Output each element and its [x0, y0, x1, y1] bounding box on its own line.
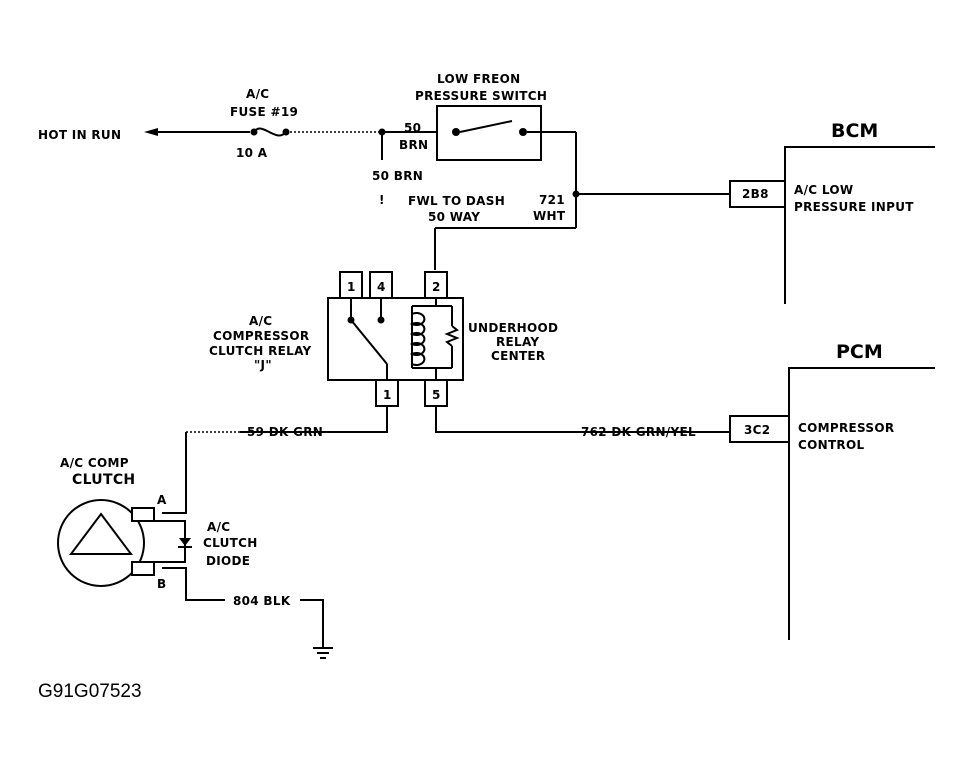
switch-contact-left	[452, 128, 460, 136]
wire-804-to-ground	[300, 599, 324, 648]
fuse-19: A/C FUSE #19 10 A	[230, 87, 298, 160]
bcm-outline	[784, 146, 935, 304]
connector-label-line1: FWL TO DASH	[408, 194, 505, 208]
wire-721-number: 721	[539, 193, 565, 207]
clutch-label-line1: A/C COMP	[60, 456, 129, 470]
bcm-module: BCM 2B8 A/C LOW PRESSURE INPUT	[729, 120, 935, 304]
bcm-input-line1: A/C LOW	[794, 183, 853, 197]
relay-label-line4: "J"	[254, 358, 272, 372]
pcm-pin-box	[729, 415, 790, 443]
pcm-control-line1: COMPRESSOR	[798, 421, 894, 435]
relay-label-line2: COMPRESSOR	[213, 329, 309, 343]
pcm-title: PCM	[836, 341, 883, 363]
fuse-label-line1: A/C	[246, 87, 269, 101]
relay-center-line3: CENTER	[491, 349, 545, 363]
clutch-coil-circle	[57, 499, 145, 587]
bcm-title: BCM	[831, 120, 878, 142]
wire-59: 59 DK GRN	[162, 406, 388, 514]
hot-in-run-label: HOT IN RUN	[38, 128, 121, 142]
pcm-module: PCM 3C2 COMPRESSOR CONTROL	[729, 341, 935, 640]
coil-winding-icon	[409, 312, 426, 366]
wire-50-branch-label: 50 BRN	[372, 169, 423, 183]
fuse-element-icon	[253, 127, 287, 137]
wire-59-label: 59 DK GRN	[247, 425, 323, 439]
wire-50-color: BRN	[399, 138, 428, 152]
wire-50-brn: 50 BRN 50 BRN !	[290, 121, 456, 207]
wire-59-right	[240, 406, 388, 433]
fuse-terminal-right	[282, 128, 290, 136]
wire-804-label: 804 BLK	[233, 594, 291, 608]
fuse-rating: 10 A	[236, 146, 268, 160]
wire-762-label: 762 DK GRN/YEL	[581, 425, 696, 439]
low-freon-pressure-switch: LOW FREON PRESSURE SWITCH	[415, 72, 576, 161]
wire-762-path	[435, 406, 730, 433]
clutch-terminal-a	[131, 507, 155, 522]
wire-721-color: WHT	[533, 209, 566, 223]
relay-label-line1: A/C	[249, 314, 272, 328]
pcm-control-line2: CONTROL	[798, 438, 864, 452]
relay-pin-label: 2	[432, 280, 441, 294]
bcm-pin-box	[729, 180, 786, 208]
suppression-resistor-icon	[444, 325, 460, 347]
bcm-pin: 2B8	[742, 187, 769, 201]
relay-pin-label: 4	[377, 280, 386, 294]
compressor-clutch-relay: A/C COMPRESSOR CLUTCH RELAY "J" 1 4 2 1 …	[209, 271, 558, 407]
terminal-b-label: B	[157, 577, 166, 591]
wire-50-number: 50	[404, 121, 421, 135]
diode-label-line1: A/C	[207, 520, 230, 534]
bcm-input-line2: PRESSURE INPUT	[794, 200, 914, 214]
relay-pin-label: 5	[432, 388, 441, 402]
wire-804: 804 BLK	[162, 567, 333, 659]
switch-contact-right	[519, 128, 527, 136]
switch-label-line2: PRESSURE SWITCH	[415, 89, 547, 103]
figure-id: G91G07523	[38, 681, 142, 702]
diode-label-line3: DIODE	[206, 554, 250, 568]
clutch-triangle-icon	[69, 512, 133, 555]
wire-762: 762 DK GRN/YEL	[435, 406, 730, 439]
wire-721-wht: 721 WHT FWL TO DASH 50 WAY	[408, 132, 730, 270]
relay-center-line2: RELAY	[496, 335, 539, 349]
wire-804-left	[162, 567, 225, 601]
ac-compressor-clutch: A/C COMP CLUTCH A B A/C CLUTCH DIODE	[57, 456, 258, 591]
relay-pin-label: 1	[383, 388, 392, 402]
relay-pin-label: 1	[347, 280, 356, 294]
feed-arrow-icon	[144, 128, 158, 136]
clutch-terminal-b	[131, 561, 155, 576]
pcm-pin: 3C2	[744, 423, 770, 437]
splice-mark: !	[379, 193, 385, 207]
clutch-label-line2: CLUTCH	[72, 472, 135, 488]
diode-label-line2: CLUTCH	[203, 536, 258, 550]
ground-icon	[313, 647, 333, 659]
diode-leads	[154, 520, 186, 563]
relay-label-line3: CLUTCH RELAY	[209, 344, 312, 358]
fuse-label-line2: FUSE #19	[230, 105, 298, 119]
switch-label-line1: LOW FREON	[437, 72, 520, 86]
relay-center-line1: UNDERHOOD	[468, 321, 558, 335]
terminal-a-label: A	[157, 493, 167, 507]
pcm-outline	[788, 367, 935, 640]
power-feed: HOT IN RUN	[38, 128, 250, 142]
connector-label-line2: 50 WAY	[428, 210, 480, 224]
wire-59-to-clutch	[162, 432, 187, 514]
diode-icon	[179, 538, 191, 546]
relay-blade-icon	[350, 319, 388, 365]
relay-contact-4	[377, 316, 385, 324]
switch-blade-icon	[459, 120, 513, 133]
